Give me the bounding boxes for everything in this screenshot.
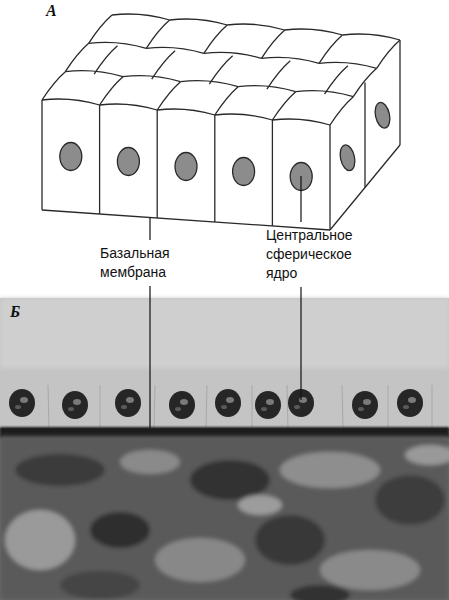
cell-boundary — [377, 40, 400, 68]
leader-lines — [150, 176, 301, 428]
chromatin — [121, 405, 127, 409]
cell-apex — [215, 114, 273, 120]
cell-borders — [48, 385, 432, 428]
nucleolus — [363, 399, 371, 405]
cell-boundary — [204, 25, 227, 53]
cell-wall — [272, 120, 273, 226]
cell-apex — [146, 47, 204, 53]
chromatin — [15, 405, 21, 409]
cell-boundary — [65, 43, 88, 71]
cell-boundary — [100, 77, 123, 105]
cell-wall — [364, 83, 365, 188]
cell-apex — [204, 52, 262, 58]
photo-ground — [0, 298, 449, 600]
cell-apex — [319, 62, 377, 68]
cell-nucleus — [175, 153, 197, 181]
cell-apex — [112, 14, 170, 20]
cell-apex — [42, 99, 100, 105]
leader-line — [149, 286, 150, 428]
nucleolus — [226, 397, 234, 403]
cell-boundary — [267, 61, 290, 89]
cell-apex — [342, 34, 400, 40]
cell-boundary — [215, 87, 238, 115]
cell-nucleus — [373, 101, 392, 129]
cell-wall — [329, 125, 330, 230]
cell-wall — [157, 110, 158, 218]
cell-apex — [170, 19, 228, 25]
top-face — [42, 15, 400, 125]
cell-boundary — [157, 82, 180, 110]
cell-nucleus — [117, 148, 139, 176]
part-label: Центральное сферическое ядро — [266, 226, 384, 283]
leader-line — [300, 176, 301, 222]
cell-wall — [41, 100, 42, 210]
cell-boundary — [272, 92, 295, 120]
chromatin — [221, 405, 227, 409]
micrograph — [0, 298, 449, 600]
chromatin — [403, 405, 409, 409]
cell-apex — [272, 119, 330, 125]
nucleus — [62, 391, 88, 419]
chromatin — [358, 407, 364, 411]
cell-apex — [100, 104, 158, 110]
cell-nucleus — [233, 158, 255, 186]
nucleus — [215, 389, 241, 417]
cell-boundary — [42, 72, 65, 100]
epithelium-layer — [0, 298, 449, 428]
nucleus — [9, 389, 35, 417]
epithelium-block — [42, 14, 400, 230]
leader-line — [300, 287, 301, 400]
cell-boundary — [261, 30, 284, 58]
cell-boundary — [325, 66, 348, 94]
part-label: Базальная мембрана — [100, 244, 192, 282]
nucleus — [115, 389, 141, 417]
cell-wall — [214, 115, 215, 222]
nucleus — [255, 391, 281, 419]
cell-boundary — [209, 56, 232, 84]
panel-letter: А — [46, 2, 57, 20]
cell-wall — [99, 105, 100, 214]
side-edge — [399, 40, 400, 145]
cell-boundary — [89, 15, 112, 43]
cell-boundary — [330, 97, 353, 125]
nucleolus — [299, 397, 307, 403]
cell-apex — [157, 109, 215, 115]
nucleus — [352, 391, 378, 419]
lumen — [0, 298, 449, 368]
leader-line — [149, 218, 150, 240]
cell-nucleus — [60, 143, 82, 171]
cell-apex — [89, 42, 147, 48]
nucleolus — [126, 397, 134, 403]
cell-apex — [227, 24, 285, 30]
cell-apex — [261, 57, 319, 63]
chromatin — [68, 407, 74, 411]
chromatin — [175, 407, 181, 411]
panel-letter: Б — [10, 303, 20, 321]
nucleolus — [73, 399, 81, 405]
cell-boundary — [146, 20, 169, 48]
front-face — [42, 100, 330, 230]
chromatin — [294, 405, 300, 409]
connective-tissue — [0, 436, 449, 600]
nucleolus — [408, 397, 416, 403]
chromatin — [261, 407, 267, 411]
nuclei-row — [9, 389, 423, 419]
cell-boundary — [319, 35, 342, 63]
cell-apex — [285, 29, 343, 35]
cell-boundary — [94, 46, 117, 74]
nucleus — [169, 391, 195, 419]
cell-boundary — [152, 51, 175, 79]
nucleolus — [180, 399, 188, 405]
nucleus — [397, 389, 423, 417]
cell-nucleus — [338, 144, 357, 172]
nucleolus — [266, 399, 274, 405]
nucleolus — [20, 397, 28, 403]
